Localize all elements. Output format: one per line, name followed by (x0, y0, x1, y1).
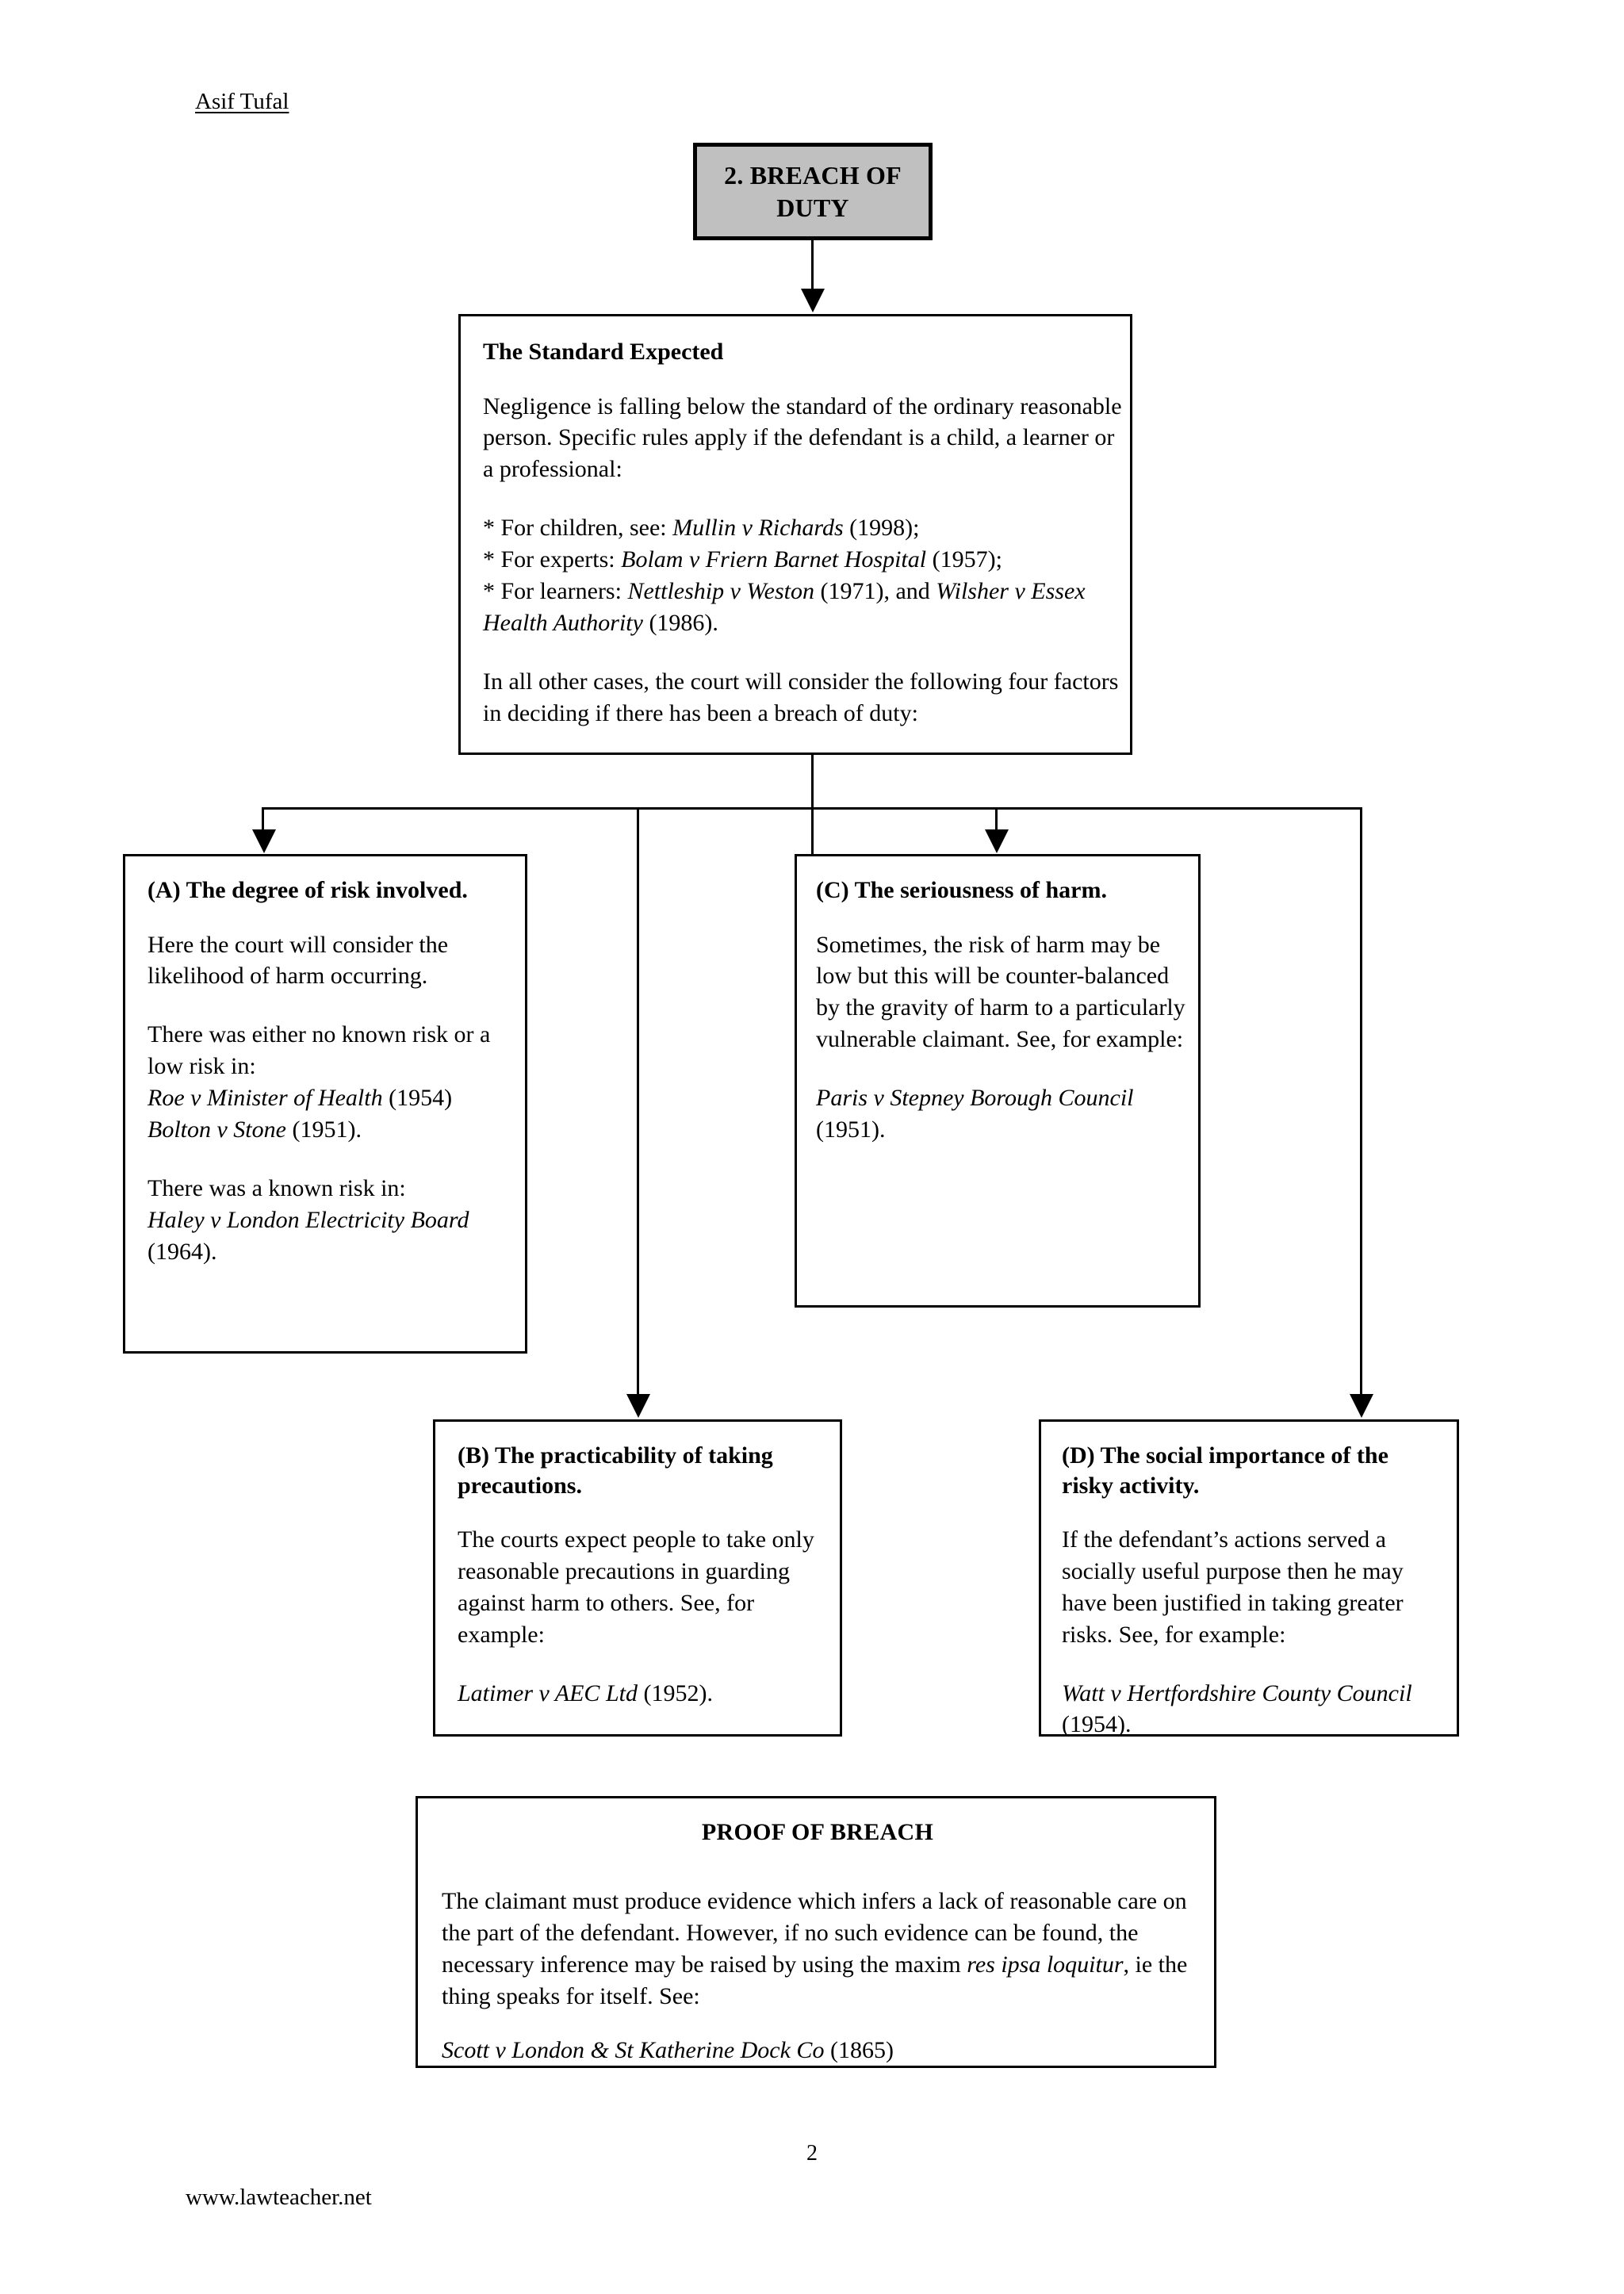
bullet-experts-year: (1957); (926, 546, 1002, 573)
bullet-children-case: Mullin v Richards (672, 515, 844, 542)
bullet-children-prefix: * For children, see: (483, 515, 673, 542)
box-c-paragraph-1: Sometimes, the risk of harm may be low b… (816, 931, 1185, 1053)
standard-expected-bullet-experts: * For experts: Bolam v Friern Barnet Hos… (483, 544, 1122, 576)
bullet-learners-case-1: Nettleship v Weston (627, 577, 814, 604)
standard-expected-bullet-children: * For children, see: Mullin v Richards (… (483, 512, 1122, 544)
bullet-learners-prefix: * For learners: (483, 577, 628, 604)
arrow-to-box-b (626, 1394, 650, 1418)
box-a-case-1-year: (1954) (382, 1085, 453, 1112)
box-a-paragraph-1: Here the court will consider the likelih… (147, 931, 449, 990)
box-d-paragraph-1: If the defendant’s actions served a soci… (1062, 1526, 1404, 1648)
arrow-to-box-c (985, 829, 1009, 853)
title-box-breach-of-duty: 2. BREACH OF DUTY (693, 143, 933, 240)
box-c-heading: (C) The seriousness of harm. (816, 877, 1107, 903)
factor-box-d-social-importance: (D) The social importance of the risky a… (1039, 1419, 1459, 1737)
title-line-2: DUTY (776, 193, 849, 222)
box-c-citation-1: Paris v Stepney Borough Council (1951). (816, 1082, 1185, 1146)
connector-bar-to-box-a (262, 807, 264, 831)
factor-box-c-seriousness-of-harm: (C) The seriousness of harm. Sometimes, … (795, 854, 1201, 1308)
arrow-title-to-standard (801, 289, 825, 312)
box-a-case-2: Bolton v Stone (147, 1116, 286, 1143)
author-byline: Asif Tufal (195, 89, 289, 114)
factor-box-a-degree-of-risk: (A) The degree of risk involved. Here th… (123, 854, 527, 1354)
box-a-citation-3: Haley v London Electricity Board (1964). (147, 1204, 509, 1268)
connector-bar-to-box-b (637, 807, 639, 1396)
footer-website-url: www.lawteacher.net (186, 2185, 372, 2210)
connector-bar-to-box-d (1360, 807, 1362, 1396)
box-c-case-1: Paris v Stepney Borough Council (816, 1085, 1134, 1112)
bullet-children-year: (1998); (843, 515, 920, 542)
bullet-learners-year-2: (1986). (642, 609, 718, 636)
box-a-case-1: Roe v Minister of Health (147, 1085, 383, 1112)
arrow-to-box-a (252, 829, 276, 853)
box-d-case-1: Watt v Hertfordshire County Council (1062, 1679, 1412, 1706)
box-d-heading: (D) The social importance of the risky a… (1062, 1442, 1388, 1499)
box-d-citation-1: Watt v Hertfordshire County Council (195… (1062, 1678, 1444, 1741)
standard-expected-bullet-learners: * For learners: Nettleship v Weston (197… (483, 576, 1122, 639)
box-a-case-3-year: (1964). (147, 1238, 217, 1265)
box-a-paragraph-3: There was a known risk in: (147, 1174, 406, 1201)
title-box-text: 2. BREACH OF DUTY (724, 159, 902, 224)
box-b-case-1-year: (1952). (637, 1679, 713, 1706)
distribution-bar (262, 807, 1362, 810)
standard-expected-paragraph-1: Negligence is falling below the standard… (483, 393, 1122, 483)
proof-paragraph-part-1: The claimant must produce evidence which… (442, 1888, 1187, 1978)
box-b-case-1: Latimer v AEC Ltd (458, 1679, 638, 1706)
bullet-experts-prefix: * For experts: (483, 546, 622, 573)
page-number: 2 (806, 2141, 818, 2166)
standard-expected-heading: The Standard Expected (483, 339, 724, 365)
box-d-case-1-year: (1954). (1062, 1711, 1132, 1738)
connector-title-to-standard (811, 240, 814, 290)
box-a-citation-1: Roe v Minister of Health (1954) (147, 1082, 509, 1114)
box-b-paragraph-1: The courts expect people to take only re… (458, 1526, 814, 1648)
box-b-citation-1: Latimer v AEC Ltd (1952). (458, 1678, 825, 1710)
proof-of-breach-paragraph: The claimant must produce evidence which… (442, 1886, 1193, 2013)
factor-box-b-practicability: (B) The practicability of taking precaut… (433, 1419, 842, 1737)
box-b-heading: (B) The practicability of taking precaut… (458, 1442, 773, 1499)
arrow-to-box-d (1350, 1394, 1373, 1418)
bullet-experts-case: Bolam v Friern Barnet Hospital (621, 546, 927, 573)
proof-of-breach-heading: PROOF OF BREACH (701, 1819, 934, 1845)
proof-case-1-year: (1865) (824, 2036, 894, 2063)
proof-citation-1: Scott v London & St Katherine Dock Co (1… (442, 2035, 1193, 2066)
connector-standard-to-bar (811, 755, 814, 855)
standard-expected-box: The Standard Expected Negligence is fall… (458, 314, 1132, 755)
box-a-citation-2: Bolton v Stone (1951). (147, 1114, 509, 1146)
title-line-1: 2. BREACH OF (724, 160, 902, 190)
box-c-case-1-year: (1951). (816, 1116, 886, 1143)
standard-expected-paragraph-2: In all other cases, the court will consi… (483, 668, 1119, 726)
bullet-learners-case-2: Wilsher v Essex Health Authority (483, 577, 1086, 636)
proof-paragraph-part-2: , ie the thing speaks for itself. See: (442, 1951, 1188, 2009)
box-a-case-3: Haley v London Electricity Board (147, 1206, 469, 1233)
box-a-case-2-year: (1951). (285, 1116, 362, 1143)
proof-case-1: Scott v London & St Katherine Dock Co (442, 2036, 825, 2063)
proof-of-breach-box: PROOF OF BREACH The claimant must produc… (416, 1796, 1216, 2068)
connector-bar-to-box-c (995, 807, 998, 831)
bullet-learners-year-1: (1971), and (814, 577, 936, 604)
box-a-heading: (A) The degree of risk involved. (147, 877, 468, 903)
box-a-paragraph-2: There was either no known risk or a low … (147, 1021, 491, 1080)
proof-maxim: res ipsa loquitur (967, 1951, 1124, 1978)
